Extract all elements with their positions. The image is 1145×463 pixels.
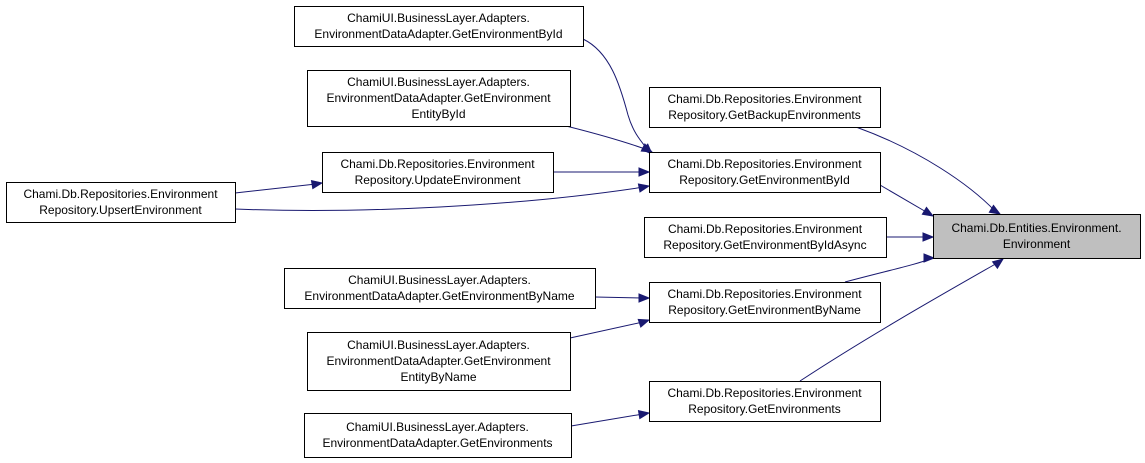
edge-line (855, 126, 996, 212)
node-adapter-get-environment-by-name[interactable]: ChamiUI.BusinessLayer.Adapters. Environme… (284, 268, 596, 309)
node-update-environment[interactable]: Chami.Db.Repositories.EnvironmentReposit… (322, 152, 554, 193)
node-label-line: Chami.Db.Repositories.Environment (668, 222, 863, 236)
node-get-environment-by-id[interactable]: Chami.Db.Repositories.EnvironmentReposit… (649, 152, 881, 193)
node-label-line: ChamiUI.BusinessLayer.Adapters. (346, 420, 529, 434)
node-label-line: Chami.Db.Repositories.Environment (667, 157, 862, 171)
arrowhead-icon (991, 258, 1005, 270)
node-label-line: EntityById (411, 107, 465, 121)
edge-upsert_environment-to-update_environment (234, 180, 324, 194)
node-label-line: Chami.Db.Repositories.Environment (667, 386, 862, 400)
arrowhead-icon (638, 293, 651, 303)
edge-line (234, 183, 317, 194)
edge-adapter_get_environment_by_id-to-get_environment_by_id (582, 38, 653, 155)
arrowhead-icon (921, 206, 935, 217)
node-label-line: Chami.Db.Repositories.Environment (667, 92, 862, 106)
edge-adapter_get_environment_entity_by_name-to-get_environment_by_name (569, 318, 651, 339)
node-label-line: Repository.UpdateEnvironment (355, 173, 522, 187)
node-adapter-get-environments[interactable]: ChamiUI.BusinessLayer.Adapters. Environme… (304, 413, 572, 458)
nodes-layer: Chami.Db.Entities.Environment. Environmen… (6, 6, 1141, 458)
node-label-line: Chami.Db.Repositories.Environment (340, 157, 535, 171)
arrowhead-icon (637, 410, 651, 420)
node-label-line: Repository.GetEnvironments (688, 402, 841, 416)
arrowhead-icon (922, 232, 935, 242)
node-box (284, 268, 596, 309)
node-label-line: EnvironmentDataAdapter.GetEnvironments (322, 436, 552, 450)
node-label-line: Chami.Db.Repositories.Environment (667, 287, 862, 301)
edge-line (234, 186, 645, 211)
edge-adapter_get_environments-to-get_environments (570, 410, 651, 427)
node-box (304, 413, 572, 458)
edge-adapter_get_environment_by_name-to-get_environment_by_name (594, 293, 651, 303)
edges-layer (234, 38, 1005, 427)
edge-get_environment_by_id_async-to-target (886, 232, 935, 242)
edge-get_environment_by_name-to-target (844, 253, 936, 283)
node-label-line: Chami.Db.Repositories.Environment (23, 187, 218, 201)
edge-line (879, 184, 929, 214)
node-label-line: Repository.GetEnvironmentByName (668, 303, 861, 317)
edge-line (582, 38, 649, 151)
node-box (307, 70, 571, 127)
node-label-line: Repository.GetEnvironmentByIdAsync (663, 238, 866, 252)
edge-line (594, 296, 644, 299)
arrowhead-icon (637, 318, 651, 328)
edge-adapter_get_environment_entity_by_id-to-get_environment_by_id (565, 125, 654, 153)
node-label-line: EnvironmentDataAdapter.GetEnvironmentByI… (314, 27, 562, 41)
node-target[interactable]: Chami.Db.Entities.Environment. Environmen… (933, 214, 1141, 259)
edge-line (570, 413, 644, 427)
node-label-line: EnvironmentDataAdapter.GetEnvironment (326, 91, 551, 105)
node-box (294, 6, 584, 47)
node-get-environment-by-id-async[interactable]: Chami.Db.Repositories.EnvironmentReposit… (644, 217, 887, 258)
edge-update_environment-to-get_environment_by_id (553, 167, 651, 177)
edge-line (844, 257, 934, 283)
edge-get_environment_by_id-to-target (879, 184, 935, 217)
node-label-line: Repository.GetEnvironmentById (679, 173, 850, 187)
node-adapter-get-environment-entity-by-id[interactable]: ChamiUI.BusinessLayer.Adapters. Environme… (307, 70, 571, 127)
node-box (322, 152, 554, 193)
node-box (307, 332, 571, 391)
node-label-line: EntityByName (400, 370, 476, 384)
node-label-line: ChamiUI.BusinessLayer.Adapters. (347, 75, 530, 89)
edge-line (799, 261, 1000, 382)
node-label-line: Repository.GetBackupEnvironments (668, 108, 861, 122)
node-label-line: ChamiUI.BusinessLayer.Adapters. (347, 338, 530, 352)
node-box (649, 381, 881, 422)
node-label-line: Chami.Db.Entities.Environment. (951, 221, 1121, 235)
edge-get_environments-to-target (799, 258, 1005, 382)
node-label-line: ChamiUI.BusinessLayer.Adapters. (347, 11, 530, 25)
edge-line (565, 125, 649, 151)
node-label-line: Environment (1003, 237, 1071, 251)
node-upsert-environment[interactable]: Chami.Db.Repositories.EnvironmentReposit… (6, 182, 236, 223)
edge-upsert_environment-to-get_environment_by_id (234, 183, 651, 211)
node-label-line: EnvironmentDataAdapter.GetEnvironment (326, 354, 551, 368)
arrowhead-icon (640, 143, 654, 153)
edge-get_backup_environments-to-target (855, 126, 1002, 215)
node-label-line: ChamiUI.BusinessLayer.Adapters. (348, 273, 531, 287)
arrowhead-icon (310, 180, 324, 190)
node-box (644, 217, 887, 258)
node-box (649, 152, 881, 193)
arrowhead-icon (637, 183, 651, 193)
node-adapter-get-environment-entity-by-name[interactable]: ChamiUI.BusinessLayer.Adapters. Environme… (307, 332, 571, 391)
node-get-environments[interactable]: Chami.Db.Repositories.EnvironmentReposit… (649, 381, 881, 422)
arrowhead-icon (638, 167, 651, 177)
node-box (649, 282, 881, 323)
node-get-backup-environments[interactable]: Chami.Db.Repositories.EnvironmentReposit… (649, 87, 881, 128)
node-box (933, 214, 1141, 259)
node-get-environment-by-name[interactable]: Chami.Db.Repositories.EnvironmentReposit… (649, 282, 881, 323)
edge-line (569, 321, 644, 339)
node-label-line: EnvironmentDataAdapter.GetEnvironmentByN… (304, 289, 574, 303)
node-label-line: Repository.UpsertEnvironment (39, 203, 202, 217)
node-adapter-get-environment-by-id[interactable]: ChamiUI.BusinessLayer.Adapters. Environme… (294, 6, 584, 47)
arrowhead-icon (988, 204, 1002, 215)
node-box (6, 182, 236, 223)
arrowhead-icon (923, 253, 936, 263)
node-box (649, 87, 881, 128)
